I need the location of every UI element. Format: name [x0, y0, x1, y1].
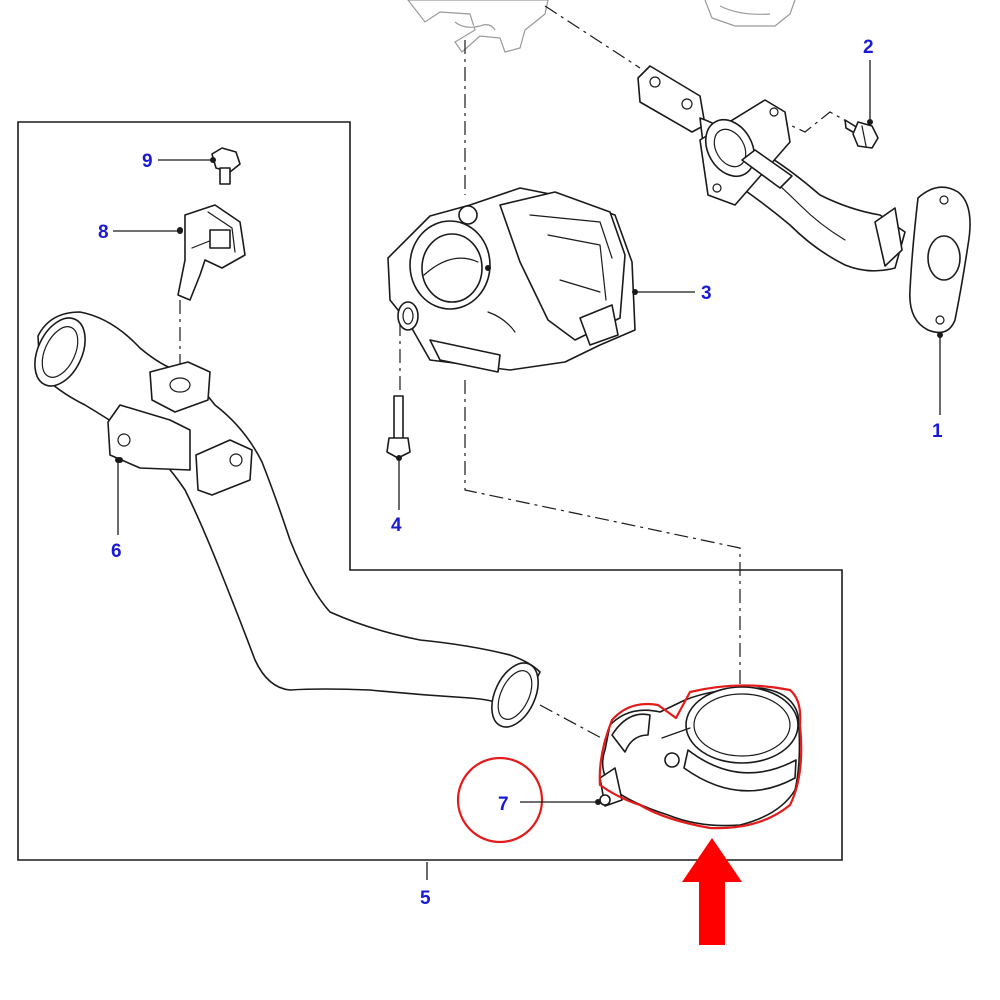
callout-4: 4: [391, 515, 402, 536]
bolt-part-2: [844, 119, 879, 149]
callout-6: 6: [111, 541, 122, 562]
bolt-part-4: [386, 395, 411, 459]
faded-intake-manifold: [407, 0, 796, 53]
callout-labels: 1 2 3 4 5 6 7 8 9: [98, 37, 943, 909]
throttle-body: [387, 187, 636, 373]
callout-9: 9: [142, 151, 153, 172]
callout-8: 8: [98, 222, 109, 243]
callout-7: 7: [498, 794, 509, 815]
highlight-arrow: [682, 838, 742, 945]
assembly-centerlines: [179, 5, 849, 741]
hose-connector: [599, 686, 801, 827]
callout-3: 3: [701, 283, 712, 304]
callout-5: 5: [420, 888, 431, 909]
sensor-part-8: [177, 204, 246, 301]
leader-lines: [113, 60, 943, 880]
egr-pipe: [637, 65, 971, 334]
intake-tube: [34, 311, 541, 728]
highlight-circle-callout-7: [456, 756, 544, 844]
assembly-outline-box: [17, 121, 843, 861]
bolt-part-9: [211, 147, 241, 185]
callout-2: 2: [863, 37, 874, 58]
callout-1: 1: [932, 421, 943, 442]
highlight-outline-connector: [598, 684, 803, 830]
